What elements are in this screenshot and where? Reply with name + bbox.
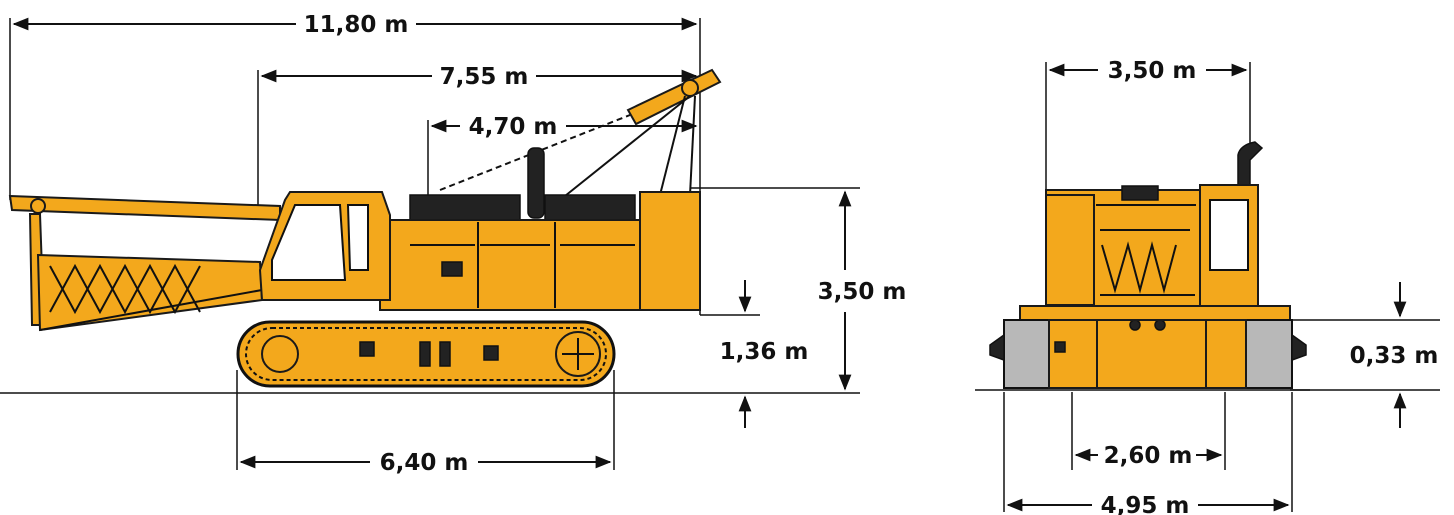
label-track-length: 6,40 m (380, 450, 469, 476)
label-rear-clearance: 0,33 m (1350, 343, 1439, 369)
rear-track-right (1205, 319, 1307, 389)
label-clearance-height: 1,36 m (720, 339, 809, 365)
upper-carriage (379, 191, 701, 311)
label-overall-length: 11,80 m (304, 12, 409, 38)
mast (439, 68, 722, 201)
label-total-height: 3,50 m (818, 279, 907, 305)
rear-track-left (989, 319, 1098, 389)
label-mast-to-rear: 4,70 m (469, 114, 558, 140)
rear-exhaust (1237, 141, 1264, 191)
label-overall-width: 4,95 m (1101, 493, 1190, 515)
rear-view: 3,50 m 0,33 m 2,60 m 4,95 m (975, 58, 1440, 515)
boom (8, 194, 281, 332)
rear-superstructure (1045, 184, 1259, 309)
label-superstructure-width: 3,50 m (1108, 58, 1197, 84)
rear-undercarriage (1019, 305, 1291, 389)
label-track-gauge: 2,60 m (1104, 443, 1193, 469)
label-boom-to-rear: 7,55 m (440, 64, 529, 90)
operator-cab (258, 191, 391, 301)
crawler-track (236, 320, 616, 388)
side-view: 11,80 m 7,55 m 4,70 m 3,50 m 1,36 m 6,40… (0, 12, 906, 476)
exhaust-stack (527, 147, 545, 219)
